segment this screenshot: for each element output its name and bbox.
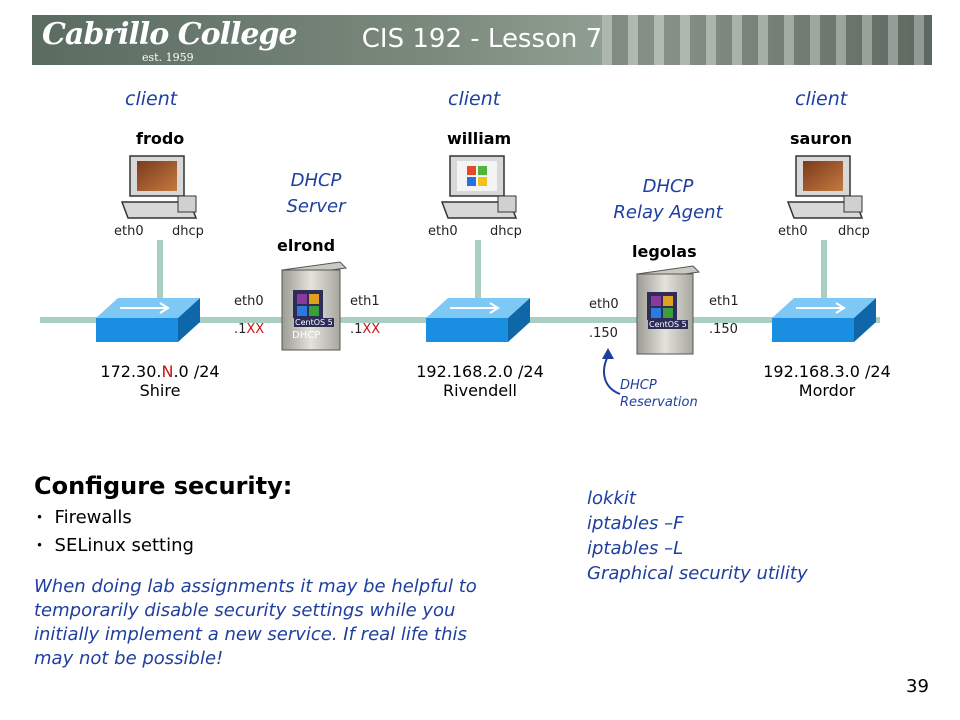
- legolas-eth1-ip: .150: [709, 322, 738, 337]
- sauron-role: client: [795, 88, 848, 110]
- bullet-firewalls-text: Firewalls: [54, 507, 132, 528]
- frodo-hostname: frodo: [136, 129, 185, 148]
- network-mordor-name: Mordor: [798, 381, 856, 400]
- legolas-eth1-label: eth1: [709, 294, 739, 309]
- legolas-hostname: legolas: [632, 242, 697, 261]
- legolas-server-icon: [635, 265, 701, 355]
- slide-title: CIS 192 - Lesson 7: [361, 24, 603, 54]
- network-rivendell: 192.168.2.0 /24 Rivendell: [385, 362, 575, 400]
- network-rivendell-cidr: 192.168.2.0 /24: [416, 362, 544, 381]
- sauron-computer-icon: [786, 155, 864, 219]
- command-list: lokkit iptables –F iptables –L Graphical…: [587, 486, 808, 586]
- elrond-eth1-ip: .1XX: [350, 322, 380, 337]
- legolas-centos-logo: CentOS 5: [648, 320, 688, 329]
- network-shire-prefix: 172.30.: [100, 362, 162, 381]
- william-dhcp-label: dhcp: [490, 224, 522, 239]
- command-graphical-utility: Graphical security utility: [587, 563, 808, 584]
- legolas-eth0-ip: .150: [589, 326, 618, 341]
- college-est: est. 1959: [142, 51, 194, 64]
- elrond-role-line1: DHCP: [290, 170, 342, 191]
- dhcp-reservation-line1: DHCP: [620, 378, 657, 393]
- network-shire: 172.30.N.0 /24 Shire: [70, 362, 250, 400]
- header-background: [32, 15, 932, 65]
- command-iptables-l: iptables –L: [587, 538, 684, 559]
- command-iptables-f: iptables –F: [587, 513, 684, 534]
- section-heading: Configure security:: [34, 472, 293, 500]
- college-logo: Cabrillo College: [42, 17, 298, 52]
- william-role: client: [448, 88, 501, 110]
- bullet-selinux-text: SELinux setting: [54, 534, 194, 556]
- elrond-role: DHCP Server: [256, 168, 376, 220]
- switch-shire-icon: [96, 298, 200, 342]
- bullet-selinux: • SELinux setting: [36, 534, 194, 556]
- elrond-eth0-ip-xx: XX: [246, 322, 265, 337]
- network-diagram: [40, 155, 880, 395]
- sauron-hostname: sauron: [790, 129, 852, 148]
- switch-rivendell-icon: [426, 298, 530, 342]
- bullet-list: • Firewalls • SELinux setting: [36, 504, 194, 559]
- network-rivendell-name: Rivendell: [443, 381, 517, 400]
- william-eth0-label: eth0: [428, 224, 458, 239]
- network-shire-n: N: [161, 362, 174, 381]
- william-hostname: william: [447, 129, 512, 148]
- network-shire-suffix: .0 /24: [173, 362, 220, 381]
- legolas-eth0-label: eth0: [589, 297, 619, 312]
- elrond-eth0-ip-dot: .1: [234, 322, 247, 337]
- legolas-role-line1: DHCP: [642, 176, 694, 197]
- lab-note: When doing lab assignments it may be hel…: [34, 576, 477, 669]
- dhcp-reservation-line2: Reservation: [620, 395, 698, 410]
- elrond-role-line2: Server: [286, 196, 346, 217]
- frodo-eth0-label: eth0: [114, 224, 144, 239]
- william-computer-icon: [440, 155, 518, 219]
- page-number: 39: [906, 676, 929, 697]
- elrond-eth1-label: eth1: [350, 294, 380, 309]
- elrond-dhcp-badge: DHCP: [292, 330, 321, 341]
- sauron-eth0-label: eth0: [778, 224, 808, 239]
- elrond-server-icon: [280, 261, 348, 351]
- legolas-role: DHCP Relay Agent: [593, 174, 743, 226]
- switch-mordor-icon: [772, 298, 876, 342]
- frodo-role: client: [125, 88, 178, 110]
- header-columns-image: [602, 15, 932, 65]
- command-lokkit: lokkit: [587, 488, 636, 509]
- elrond-hostname: elrond: [277, 236, 336, 255]
- network-mordor: 192.168.3.0 /24 Mordor: [732, 362, 922, 400]
- network-shire-cidr: 172.30.N.0 /24: [70, 362, 250, 381]
- frodo-dhcp-label: dhcp: [172, 224, 204, 239]
- elrond-eth0-label: eth0: [234, 294, 264, 309]
- elrond-eth1-ip-dot: .1: [350, 322, 363, 337]
- sauron-dhcp-label: dhcp: [838, 224, 870, 239]
- network-mordor-cidr: 192.168.3.0 /24: [763, 362, 891, 381]
- elrond-centos-logo: CentOS 5: [294, 318, 334, 327]
- legolas-role-line2: Relay Agent: [613, 202, 723, 223]
- bullet-firewalls: • Firewalls: [36, 507, 132, 528]
- elrond-eth1-ip-xx: XX: [362, 322, 381, 337]
- header-banner: Cabrillo College est. 1959 CIS 192 - Les…: [32, 15, 932, 65]
- elrond-eth0-ip: .1XX: [234, 322, 264, 337]
- reservation-arrow-icon: [602, 348, 621, 395]
- network-shire-name: Shire: [139, 381, 181, 400]
- dhcp-reservation-label: DHCP Reservation: [620, 377, 698, 411]
- frodo-computer-icon: [120, 155, 198, 219]
